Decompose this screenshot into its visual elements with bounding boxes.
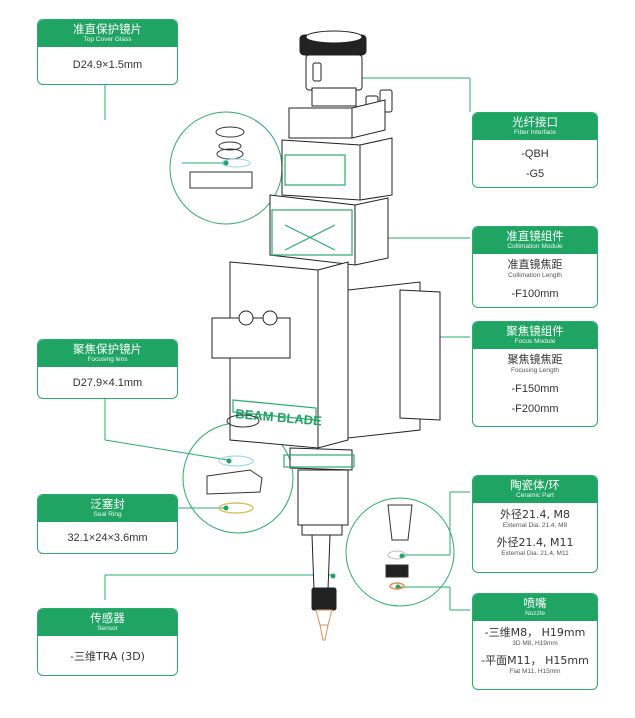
callout-circle-nozzle <box>345 497 455 607</box>
title-zh: 传感器 <box>90 611 125 625</box>
title-zh: 光纤接口 <box>512 115 558 129</box>
title-en: Ceramic Part <box>516 492 554 499</box>
spec-value: -F150mm <box>511 383 559 395</box>
spec-value: D24.9×1.5mm <box>72 59 143 71</box>
title-zh: 准直镜组件 <box>506 229 564 243</box>
title-zh: 准直保护镜片 <box>73 22 142 36</box>
title-en: Focusing lens <box>87 356 128 363</box>
item-en: Flat M11, H15mm <box>509 668 561 675</box>
spec-value: -三维TRA (3D) <box>70 650 145 663</box>
title-zh: 泛塞封 <box>90 497 125 511</box>
spec-value: -F200mm <box>511 403 559 415</box>
title-zh: 聚焦保护镜片 <box>73 342 142 356</box>
spec-value: -F100mm <box>511 288 559 300</box>
title-en: Fiber Interface <box>514 129 556 136</box>
sub-title-en: Collimation Length <box>508 272 562 279</box>
title-en: Collimation Module <box>507 243 563 250</box>
item-zh: 外径21.4, M11 <box>496 536 574 549</box>
title-en: Focus Module <box>514 338 556 345</box>
title-zh: 聚焦镜组件 <box>506 324 564 338</box>
title-en: Top Cover Glass <box>83 36 132 43</box>
title-zh: 陶瓷体/环 <box>510 478 560 492</box>
spec-value: 32.1×24×3.6mm <box>67 532 148 544</box>
sub-title-zh: 准直镜焦距 <box>507 258 563 271</box>
spec-value: -QBH <box>521 148 549 160</box>
item-en: External Dia. 21.4, M11 <box>501 550 569 557</box>
sub-title-zh: 聚焦镜焦距 <box>507 353 563 366</box>
item-en: 3D M8, H19mm <box>512 640 558 647</box>
item-en: External Dia. 21.4, M8 <box>502 522 568 529</box>
title-en: Seal Ring <box>93 511 122 518</box>
spec-value: -G5 <box>525 168 545 180</box>
title-en: Sensor <box>97 625 118 632</box>
callout-circle-top <box>169 111 283 225</box>
item-zh: -三维M8， H19mm <box>484 626 586 639</box>
sub-title-en: Focusing Length <box>510 367 560 374</box>
item-zh: -平面M11， H15mm <box>481 654 589 667</box>
spec-value: D27.9×4.1mm <box>72 377 143 389</box>
item-zh: 外径21.4, M8 <box>500 508 570 521</box>
title-en: Nozzle <box>525 610 545 617</box>
title-zh: 喷嘴 <box>523 596 547 610</box>
